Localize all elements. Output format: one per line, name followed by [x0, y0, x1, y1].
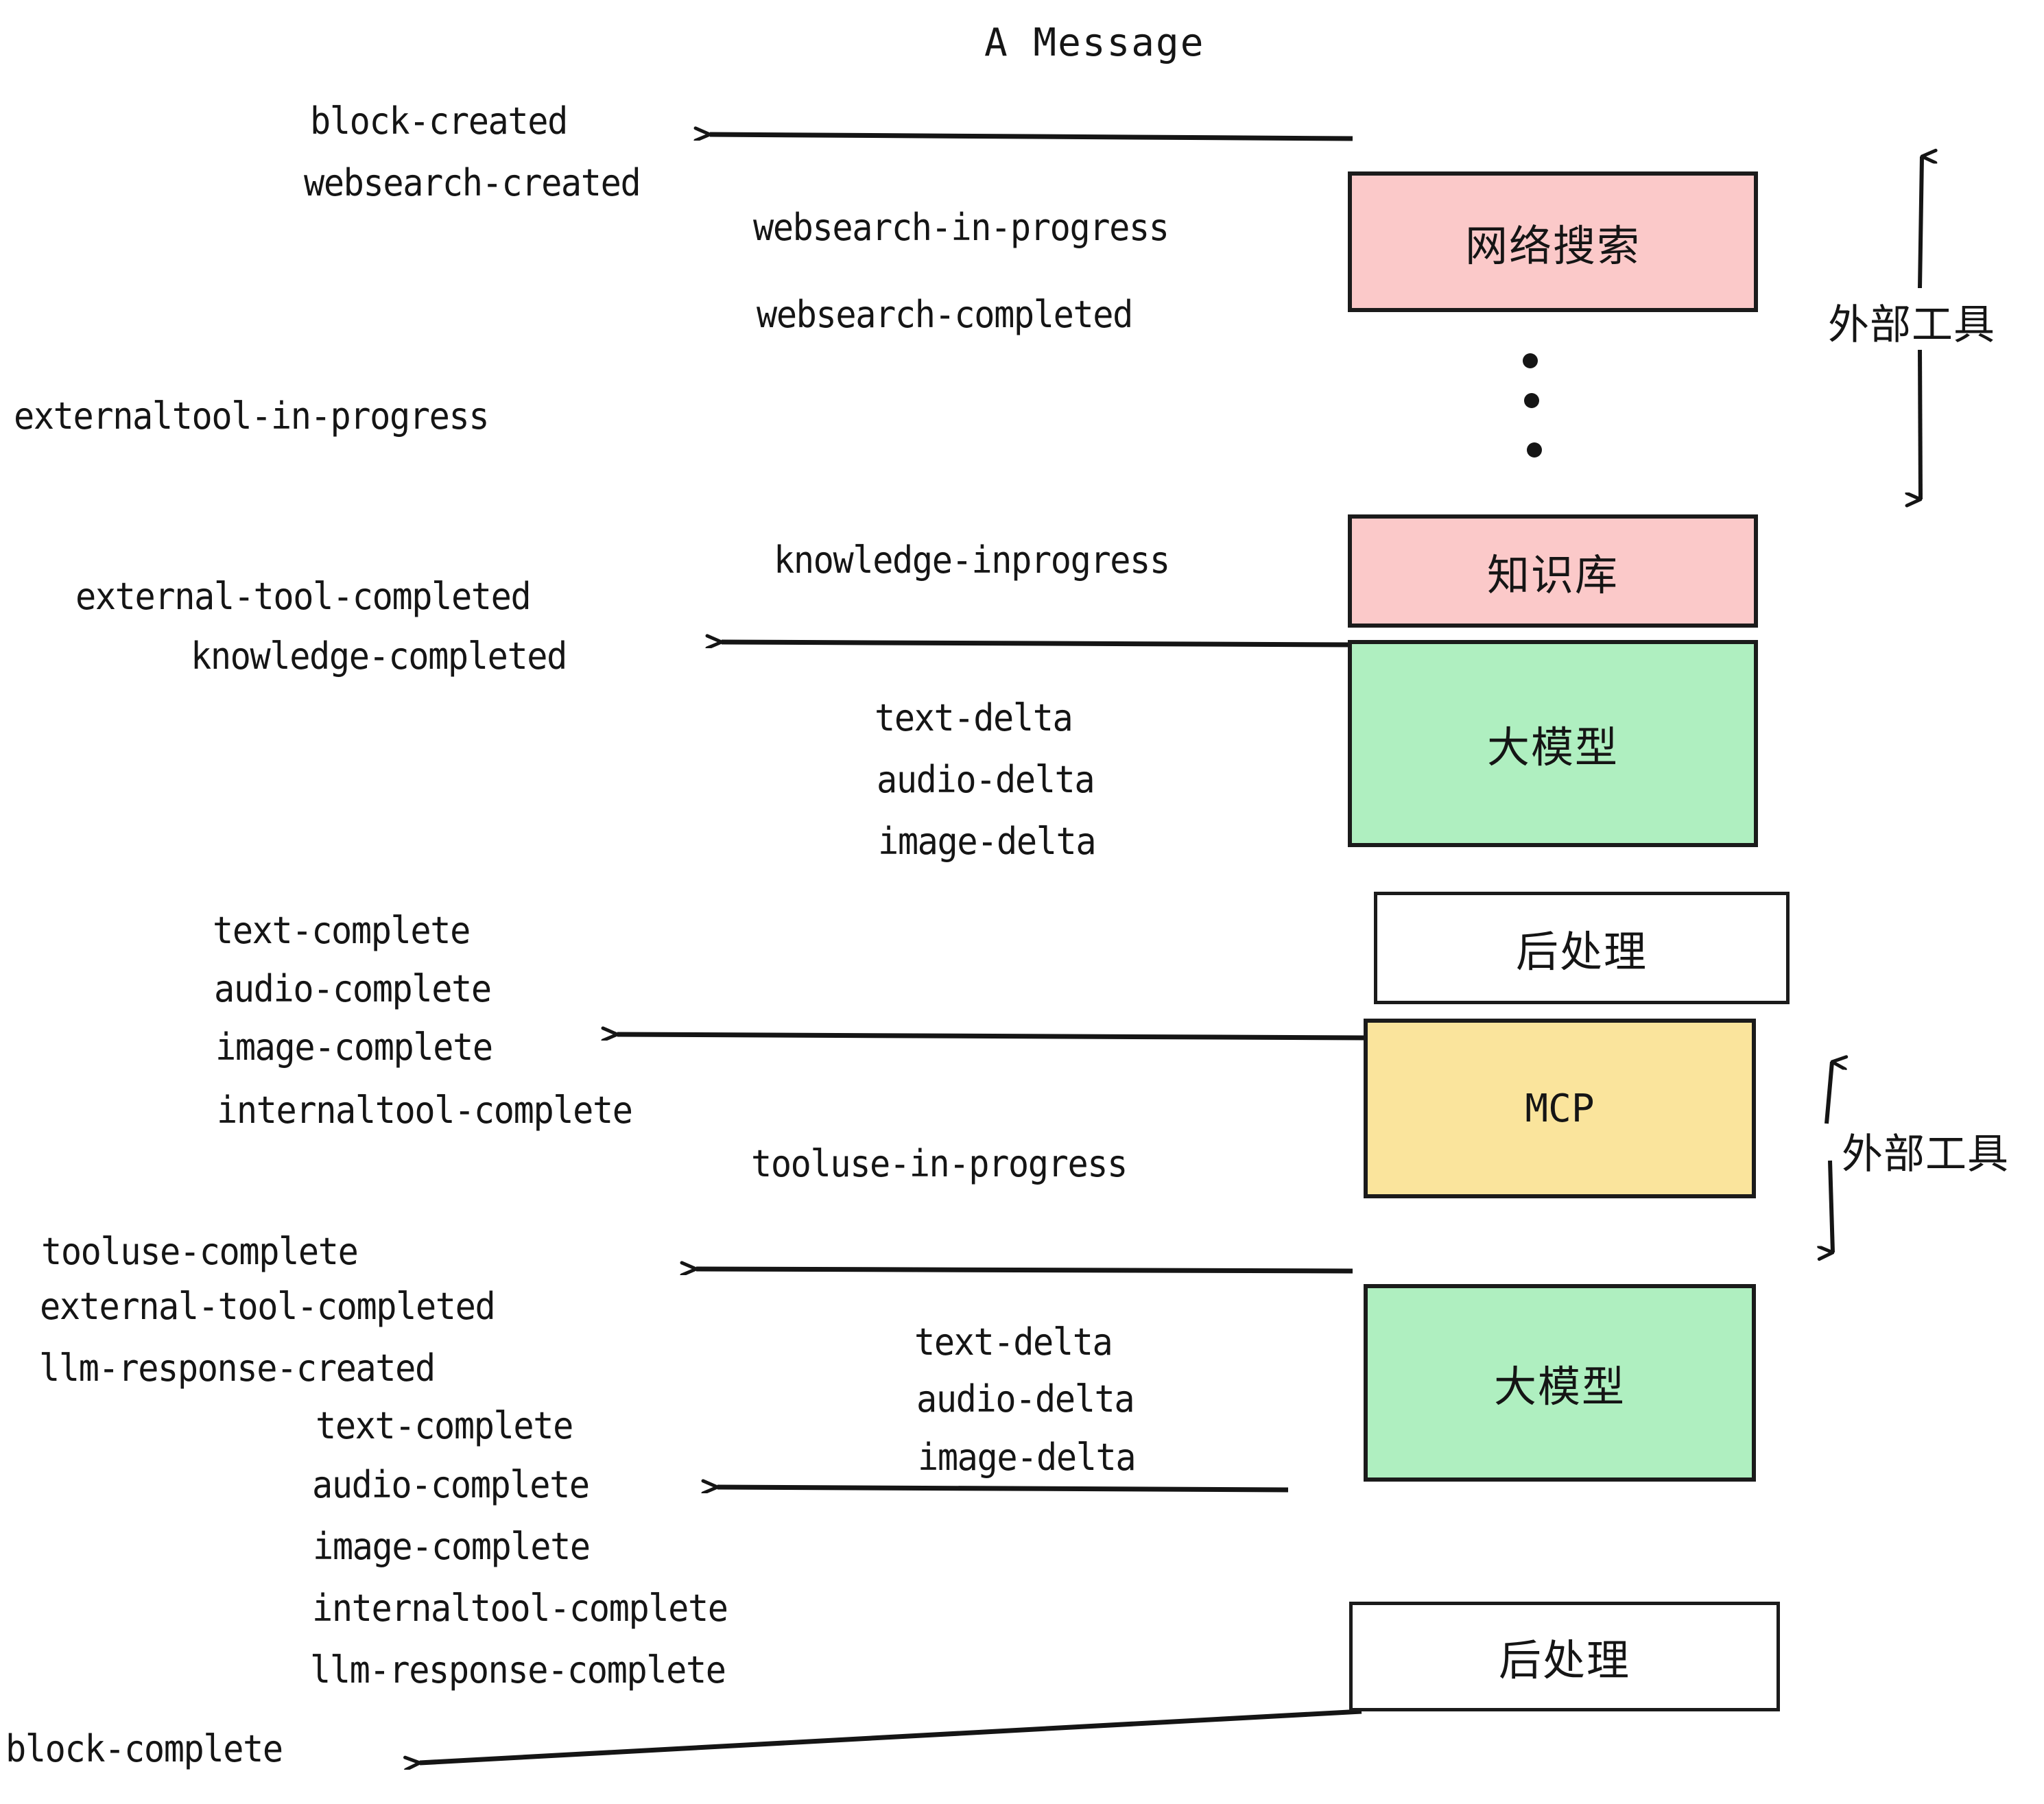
- node-mcp-label: MCP: [1525, 1086, 1595, 1131]
- event-image-delta-right-2: image-delta: [918, 1436, 1137, 1479]
- event-image-complete-1: image-complete: [215, 1025, 493, 1069]
- node-websearch[interactable]: 网络搜索: [1348, 171, 1758, 312]
- arrow-external-tool-lower-down: [1830, 1160, 1835, 1253]
- event-internaltool-complete-1: internaltool-complete: [217, 1089, 633, 1132]
- event-websearch-completed: websearch-completed: [757, 293, 1133, 336]
- node-postprocess-first[interactable]: 后处理: [1374, 892, 1790, 1004]
- node-llm-first[interactable]: 大模型: [1348, 640, 1758, 847]
- node-llm-second[interactable]: 大模型: [1364, 1284, 1756, 1482]
- arrow-postprocess-to-block-complete: [420, 1709, 1362, 1763]
- event-knowledge-inprogress: knowledge-inprogress: [774, 538, 1170, 582]
- event-external-tool-completed-2: external-tool-completed: [40, 1285, 496, 1328]
- ellipsis-dot-1: [1523, 353, 1538, 368]
- event-knowledge-completed: knowledge-completed: [191, 634, 567, 678]
- event-externaltool-in-progress: externaltool-in-progress: [14, 394, 490, 438]
- event-external-tool-completed-1: external-tool-completed: [75, 575, 532, 618]
- arrow-external-tool-upper-down: [1920, 349, 1923, 499]
- event-image-delta-1: image-delta: [878, 820, 1097, 863]
- event-block-complete: block-complete: [5, 1727, 283, 1770]
- side-label-external-tool-lower: 外部工具: [1842, 1130, 2009, 1178]
- event-block-created: block-created: [310, 99, 568, 143]
- event-image-complete-2: image-complete: [313, 1525, 591, 1568]
- arrow-knowledge-to-completed: [722, 642, 1353, 645]
- event-text-delta-1: text-delta: [875, 696, 1073, 739]
- event-audio-complete-1: audio-complete: [214, 967, 492, 1010]
- event-text-delta-right-2: text-delta: [914, 1320, 1113, 1364]
- event-tooluse-complete: tooluse-complete: [41, 1230, 359, 1273]
- node-postprocess-second[interactable]: 后处理: [1349, 1602, 1780, 1711]
- node-postprocess-first-label: 后处理: [1515, 927, 1648, 977]
- arrow-external-tool-lower-up: [1825, 1062, 1832, 1124]
- ellipsis-dot-3: [1527, 442, 1542, 458]
- node-postprocess-second-label: 后处理: [1498, 1635, 1630, 1685]
- node-mcp[interactable]: MCP: [1364, 1019, 1756, 1198]
- event-llm-response-complete: llm-response-complete: [310, 1648, 726, 1692]
- node-llm-second-label: 大模型: [1493, 1362, 1626, 1412]
- event-text-complete-2: text-complete: [316, 1404, 573, 1447]
- arrow-external-tool-upper-up: [1918, 156, 1922, 289]
- event-text-complete-1: text-complete: [213, 909, 471, 952]
- event-internaltool-complete-2: internaltool-complete: [312, 1587, 728, 1630]
- node-websearch-label: 网络搜索: [1464, 220, 1641, 271]
- node-knowledge-label: 知识库: [1486, 549, 1619, 600]
- ellipsis-dot-2: [1524, 393, 1539, 408]
- event-tooluse-in-progress: tooluse-in-progress: [751, 1142, 1128, 1185]
- event-audio-complete-2: audio-complete: [312, 1463, 590, 1506]
- arrow-mcp-to-tooluse-complete: [696, 1269, 1353, 1271]
- page-title: A Message: [984, 21, 1205, 65]
- node-knowledge[interactable]: 知识库: [1348, 514, 1758, 628]
- event-websearch-in-progress: websearch-in-progress: [753, 206, 1169, 249]
- side-label-external-tool-upper: 外部工具: [1828, 301, 1995, 349]
- event-audio-delta-1: audio-delta: [877, 758, 1095, 801]
- event-llm-response-created: llm-response-created: [39, 1346, 436, 1390]
- arrow-websearch-to-block: [710, 134, 1353, 141]
- arrow-llm2-to-audio-complete: [717, 1487, 1289, 1490]
- event-audio-delta-right-2: audio-delta: [916, 1377, 1135, 1421]
- arrow-llm1-to-image-complete: [617, 1034, 1366, 1038]
- event-websearch-created: websearch-created: [304, 161, 641, 204]
- node-llm-first-label: 大模型: [1486, 722, 1619, 772]
